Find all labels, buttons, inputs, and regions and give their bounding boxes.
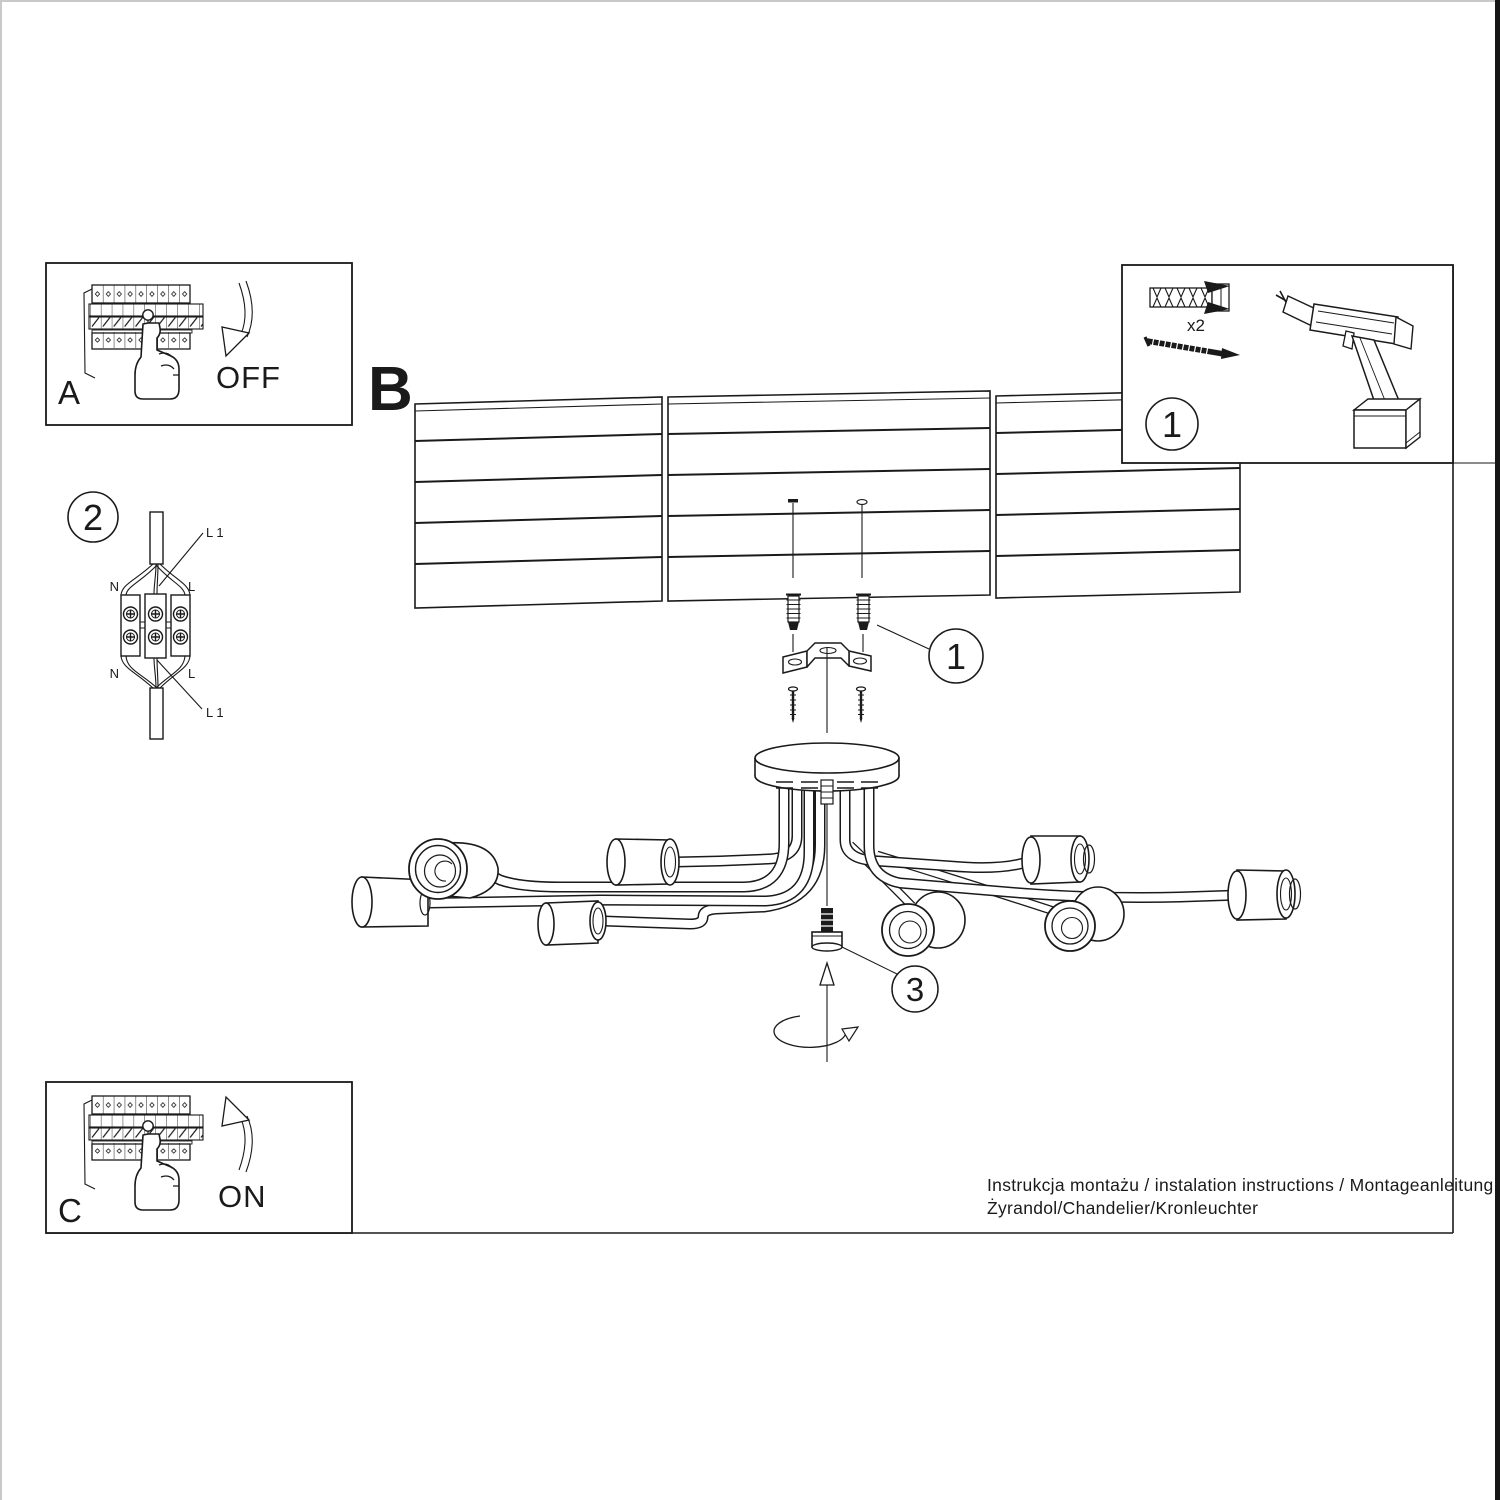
cable-bottom (149, 687, 164, 740)
ceiling-planks (414, 389, 1241, 609)
step-a-box: A OFF (45, 262, 353, 426)
pilot-screws (788, 499, 868, 578)
label-live-top: L (188, 579, 195, 594)
tube-flanges (776, 781, 878, 789)
step-a-state: OFF (216, 360, 281, 395)
threaded-stem (820, 779, 834, 906)
chandelier: 3 (351, 742, 1302, 1062)
step-c-box: C ON (45, 1081, 353, 1234)
arrow-up-icon (819, 960, 835, 986)
chandelier-arms (429, 760, 1241, 930)
socket-right-inner (1021, 835, 1096, 885)
footer: Instrukcja montażu / instalation instruc… (987, 1175, 1494, 1218)
cable-top (149, 511, 164, 565)
callout-anchors-number: 1 (946, 636, 966, 677)
callout-cap-number: 3 (906, 971, 924, 1008)
rotation-arrow-icon (773, 1015, 847, 1049)
arrow-down-icon (221, 280, 253, 358)
socket-left-outer (351, 876, 431, 928)
wires-top (120, 563, 191, 596)
wiring-diagram: 2 (67, 491, 224, 740)
ceiling-panel-left (414, 396, 663, 609)
mounting-bracket (782, 642, 872, 733)
socket-center-left (881, 891, 966, 957)
wall-plug-icon (785, 593, 872, 652)
screw-large-icon (1143, 336, 1240, 359)
footer-title: Instrukcja montażu / instalation instruc… (987, 1175, 1494, 1195)
step-b-label: B (368, 355, 413, 424)
footer-product: Żyrandol/Chandelier/Kronleuchter (987, 1198, 1258, 1218)
callout-cap: 3 (841, 946, 939, 1013)
socket-middle-upper (606, 838, 680, 886)
tools-box: x2 1 (1121, 264, 1497, 464)
label-line-top: L 1 (206, 525, 224, 540)
locking-cap-icon (811, 908, 843, 952)
callout-anchors: 1 (876, 624, 984, 684)
ceiling-panel-middle (667, 390, 991, 602)
step-c-letter: C (58, 1192, 82, 1229)
terminal-screws (122, 606, 189, 645)
wall-plug-large-icon (1149, 281, 1230, 314)
arrow-up-icon-2 (221, 1095, 253, 1173)
socket-middle-lower (537, 900, 607, 946)
label-neutral-top: N (110, 579, 119, 594)
tools-quantity: x2 (1187, 316, 1205, 335)
label-line-bottom: L 1 (206, 705, 224, 720)
canopy (754, 742, 900, 906)
label-neutral-bottom: N (110, 666, 119, 681)
socket-right-outer (1227, 869, 1302, 921)
socket-center-right (1044, 886, 1125, 952)
step-a-letter: A (58, 374, 80, 411)
terminal-block (120, 593, 191, 659)
wires-bottom (120, 655, 191, 689)
lamp-sockets (351, 835, 1302, 957)
tighten-arrows (773, 960, 860, 1062)
step-c-state: ON (218, 1179, 267, 1214)
drill-icon (1275, 290, 1423, 450)
label-live-bottom: L (188, 666, 195, 681)
tools-number: 1 (1162, 404, 1182, 445)
wiring-number: 2 (83, 497, 103, 538)
socket-left-ring (408, 838, 499, 900)
scan-edge-strip (1495, 0, 1500, 1500)
